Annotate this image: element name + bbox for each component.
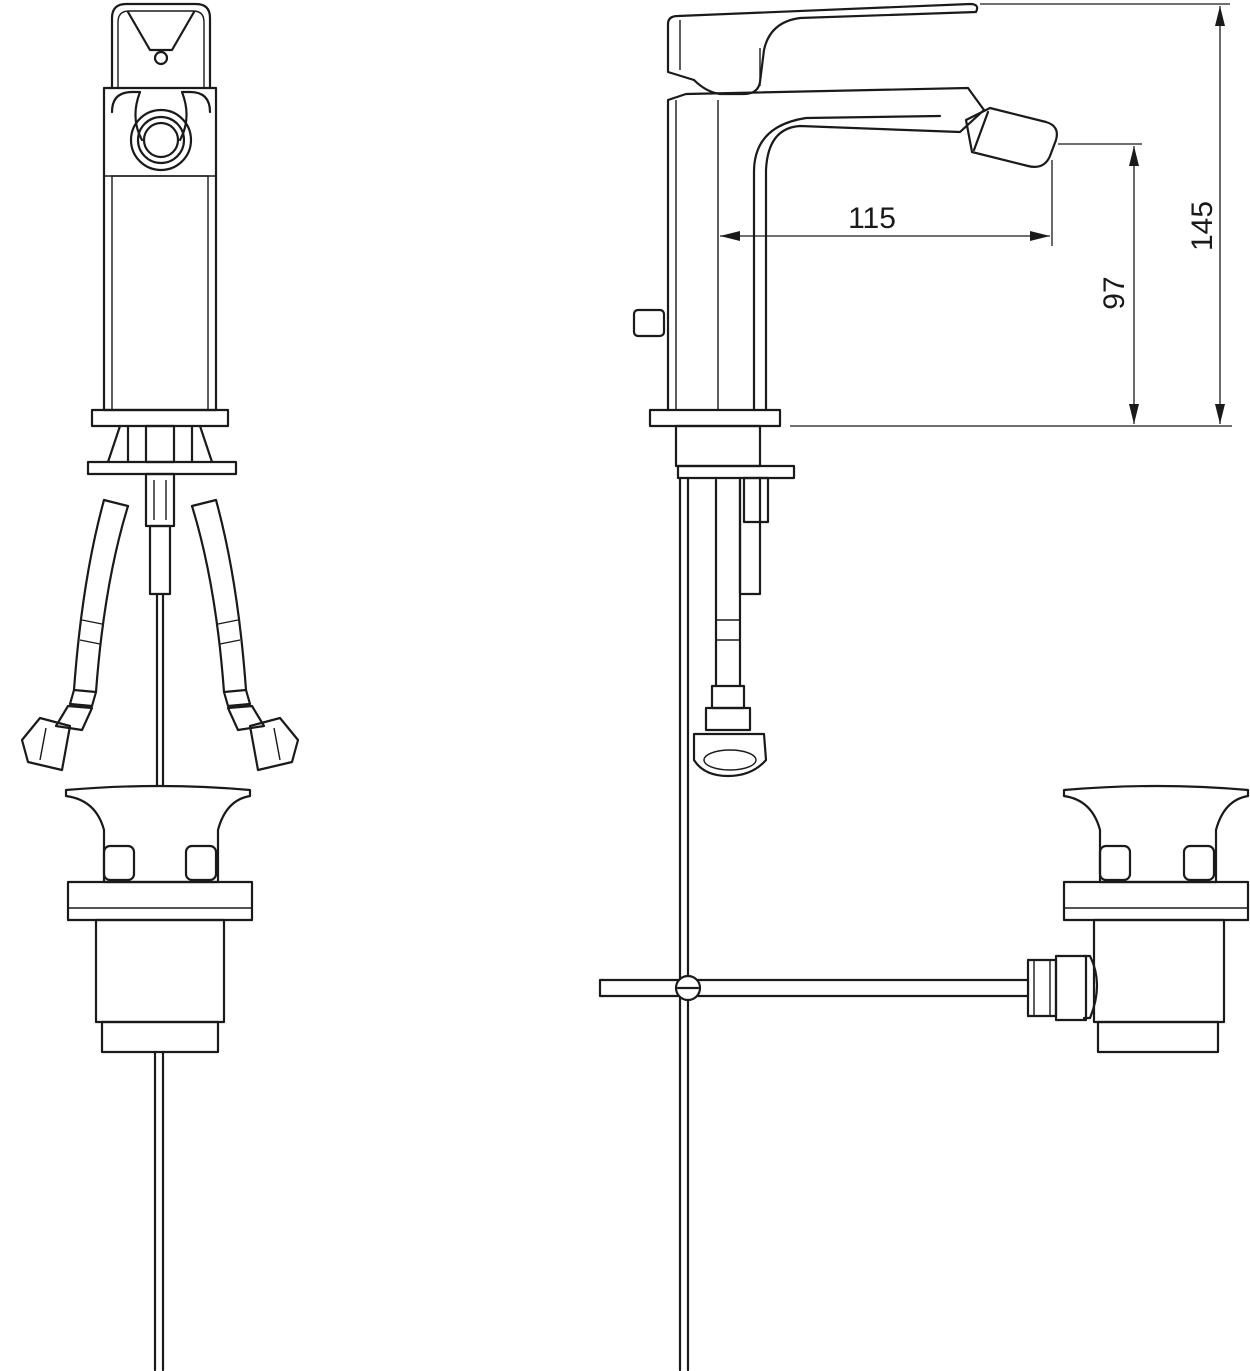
- side-base-flange: [648, 408, 782, 428]
- side-hose: [692, 478, 768, 778]
- side-popup-rod: [598, 974, 1030, 1002]
- front-hose-right: [190, 498, 300, 772]
- side-spray-nozzle: [964, 106, 1058, 168]
- side-mounting: [674, 424, 796, 1371]
- front-waste: [64, 784, 254, 1371]
- front-lever: [110, 2, 212, 90]
- dimension-lines: [720, 3, 1232, 427]
- side-waste: [1026, 784, 1250, 1054]
- front-base-flange: [90, 408, 230, 428]
- side-body: [666, 86, 986, 412]
- side-diverter-knob[interactable]: [632, 308, 666, 338]
- front-hose-right-nut-icon: [248, 716, 300, 772]
- dimension-total-height: 145: [1186, 201, 1219, 251]
- side-lever: [666, 2, 979, 96]
- front-outlet-ring-icon: [129, 108, 193, 172]
- side-view: 115 97 145: [598, 2, 1250, 1371]
- side-hose-nut-icon: [692, 732, 768, 778]
- front-lever-screw-icon: [153, 50, 169, 66]
- front-hose-left-nut-icon: [20, 716, 72, 772]
- front-view: [20, 2, 300, 1371]
- front-body: [102, 86, 218, 412]
- front-hose-left: [20, 498, 130, 772]
- dimension-spout-reach: 115: [848, 202, 896, 235]
- front-mounting: [86, 424, 238, 788]
- dimension-outlet-height: 97: [1098, 276, 1131, 309]
